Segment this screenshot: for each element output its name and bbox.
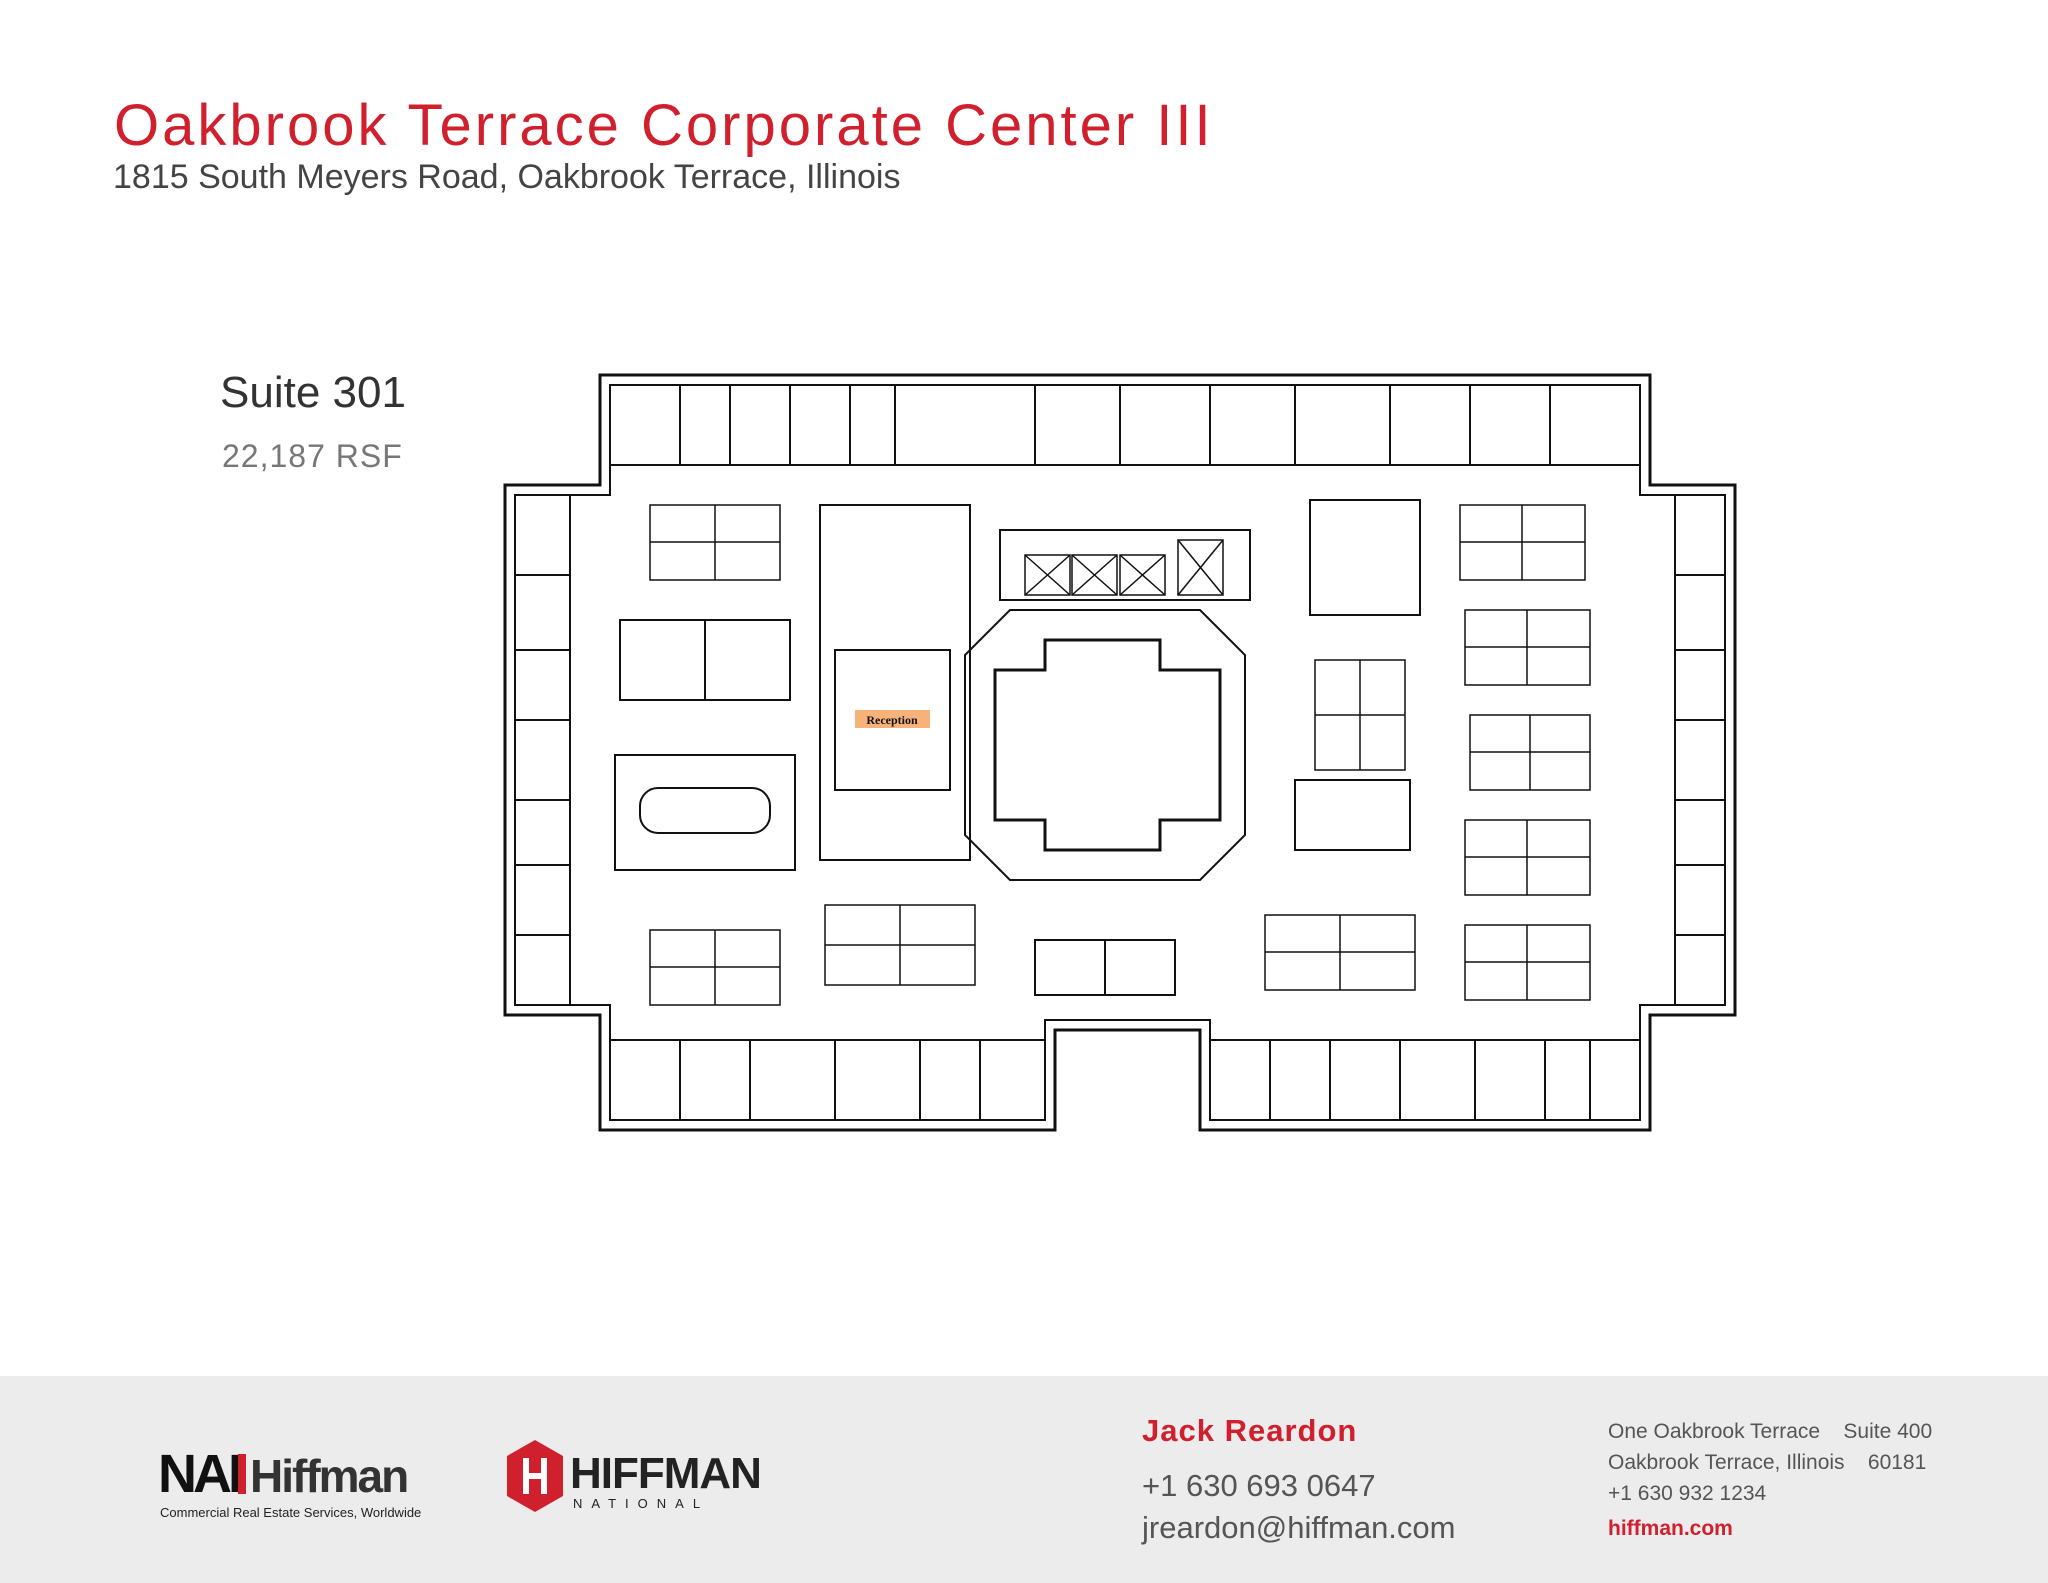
- left-office-walls: [515, 574, 570, 936]
- right-office-walls: [1675, 574, 1725, 936]
- building-inner-outline: [514, 384, 1726, 1121]
- office-phone: +1 630 932 1234: [1608, 1482, 1767, 1505]
- contact-phone: +1 630 693 0647: [1142, 1468, 1376, 1503]
- conference-room-b: [614, 754, 796, 871]
- reception-area: [834, 649, 951, 791]
- nai-logo-word: Hiffman: [250, 1450, 407, 1502]
- reception-label: Reception: [866, 713, 918, 727]
- elevators: [1024, 539, 1224, 596]
- nai-hiffman-logo: NAI Hiffman: [158, 1444, 409, 1504]
- workstation-clusters: [649, 504, 1591, 1006]
- kitchen: [1309, 499, 1421, 616]
- floor-plan: Reception: [503, 373, 1737, 1132]
- website-link[interactable]: hiffman.com: [1608, 1517, 1733, 1540]
- hiffman-national-logo: HIFFMAN NATIONAL: [507, 1440, 762, 1512]
- suite-area: 22,187 RSF: [222, 438, 403, 474]
- meeting-room-1: [1034, 939, 1106, 996]
- contact-email[interactable]: jreardon@hiffman.com: [1142, 1510, 1456, 1545]
- atrium-ring: [964, 609, 1246, 881]
- bottom-office-walls: [679, 1040, 1591, 1120]
- building-outline: [503, 373, 1737, 1132]
- core-right: [1294, 779, 1411, 851]
- page-title: Oakbrook Terrace Corporate Center III: [114, 93, 1214, 158]
- hiffman-national-wordmark: HIFFMAN: [570, 1449, 761, 1498]
- hiffman-national-subtext: NATIONAL: [573, 1496, 709, 1511]
- elevator-bank: [999, 529, 1251, 601]
- central-atrium: [993, 638, 1222, 852]
- office-address-line1: One Oakbrook Terrace Suite 400: [1608, 1420, 1933, 1443]
- suite-name: Suite 301: [220, 368, 406, 417]
- contact-name: Jack Reardon: [1142, 1413, 1358, 1448]
- building-address: 1815 South Meyers Road, Oakbrook Terrace…: [113, 158, 901, 196]
- core-left: [819, 504, 971, 861]
- office-address-line2: Oakbrook Terrace, Illinois 60181: [1608, 1451, 1927, 1474]
- meeting-room-2: [1104, 939, 1176, 996]
- nai-tagline: Commercial Real Estate Services, Worldwi…: [160, 1505, 422, 1520]
- nai-logo-mark: NAI: [158, 1444, 240, 1504]
- reception-label-bg: [855, 710, 930, 728]
- top-office-walls: [679, 385, 1551, 465]
- footer-band: [0, 1376, 2048, 1583]
- conference-table: [639, 787, 771, 834]
